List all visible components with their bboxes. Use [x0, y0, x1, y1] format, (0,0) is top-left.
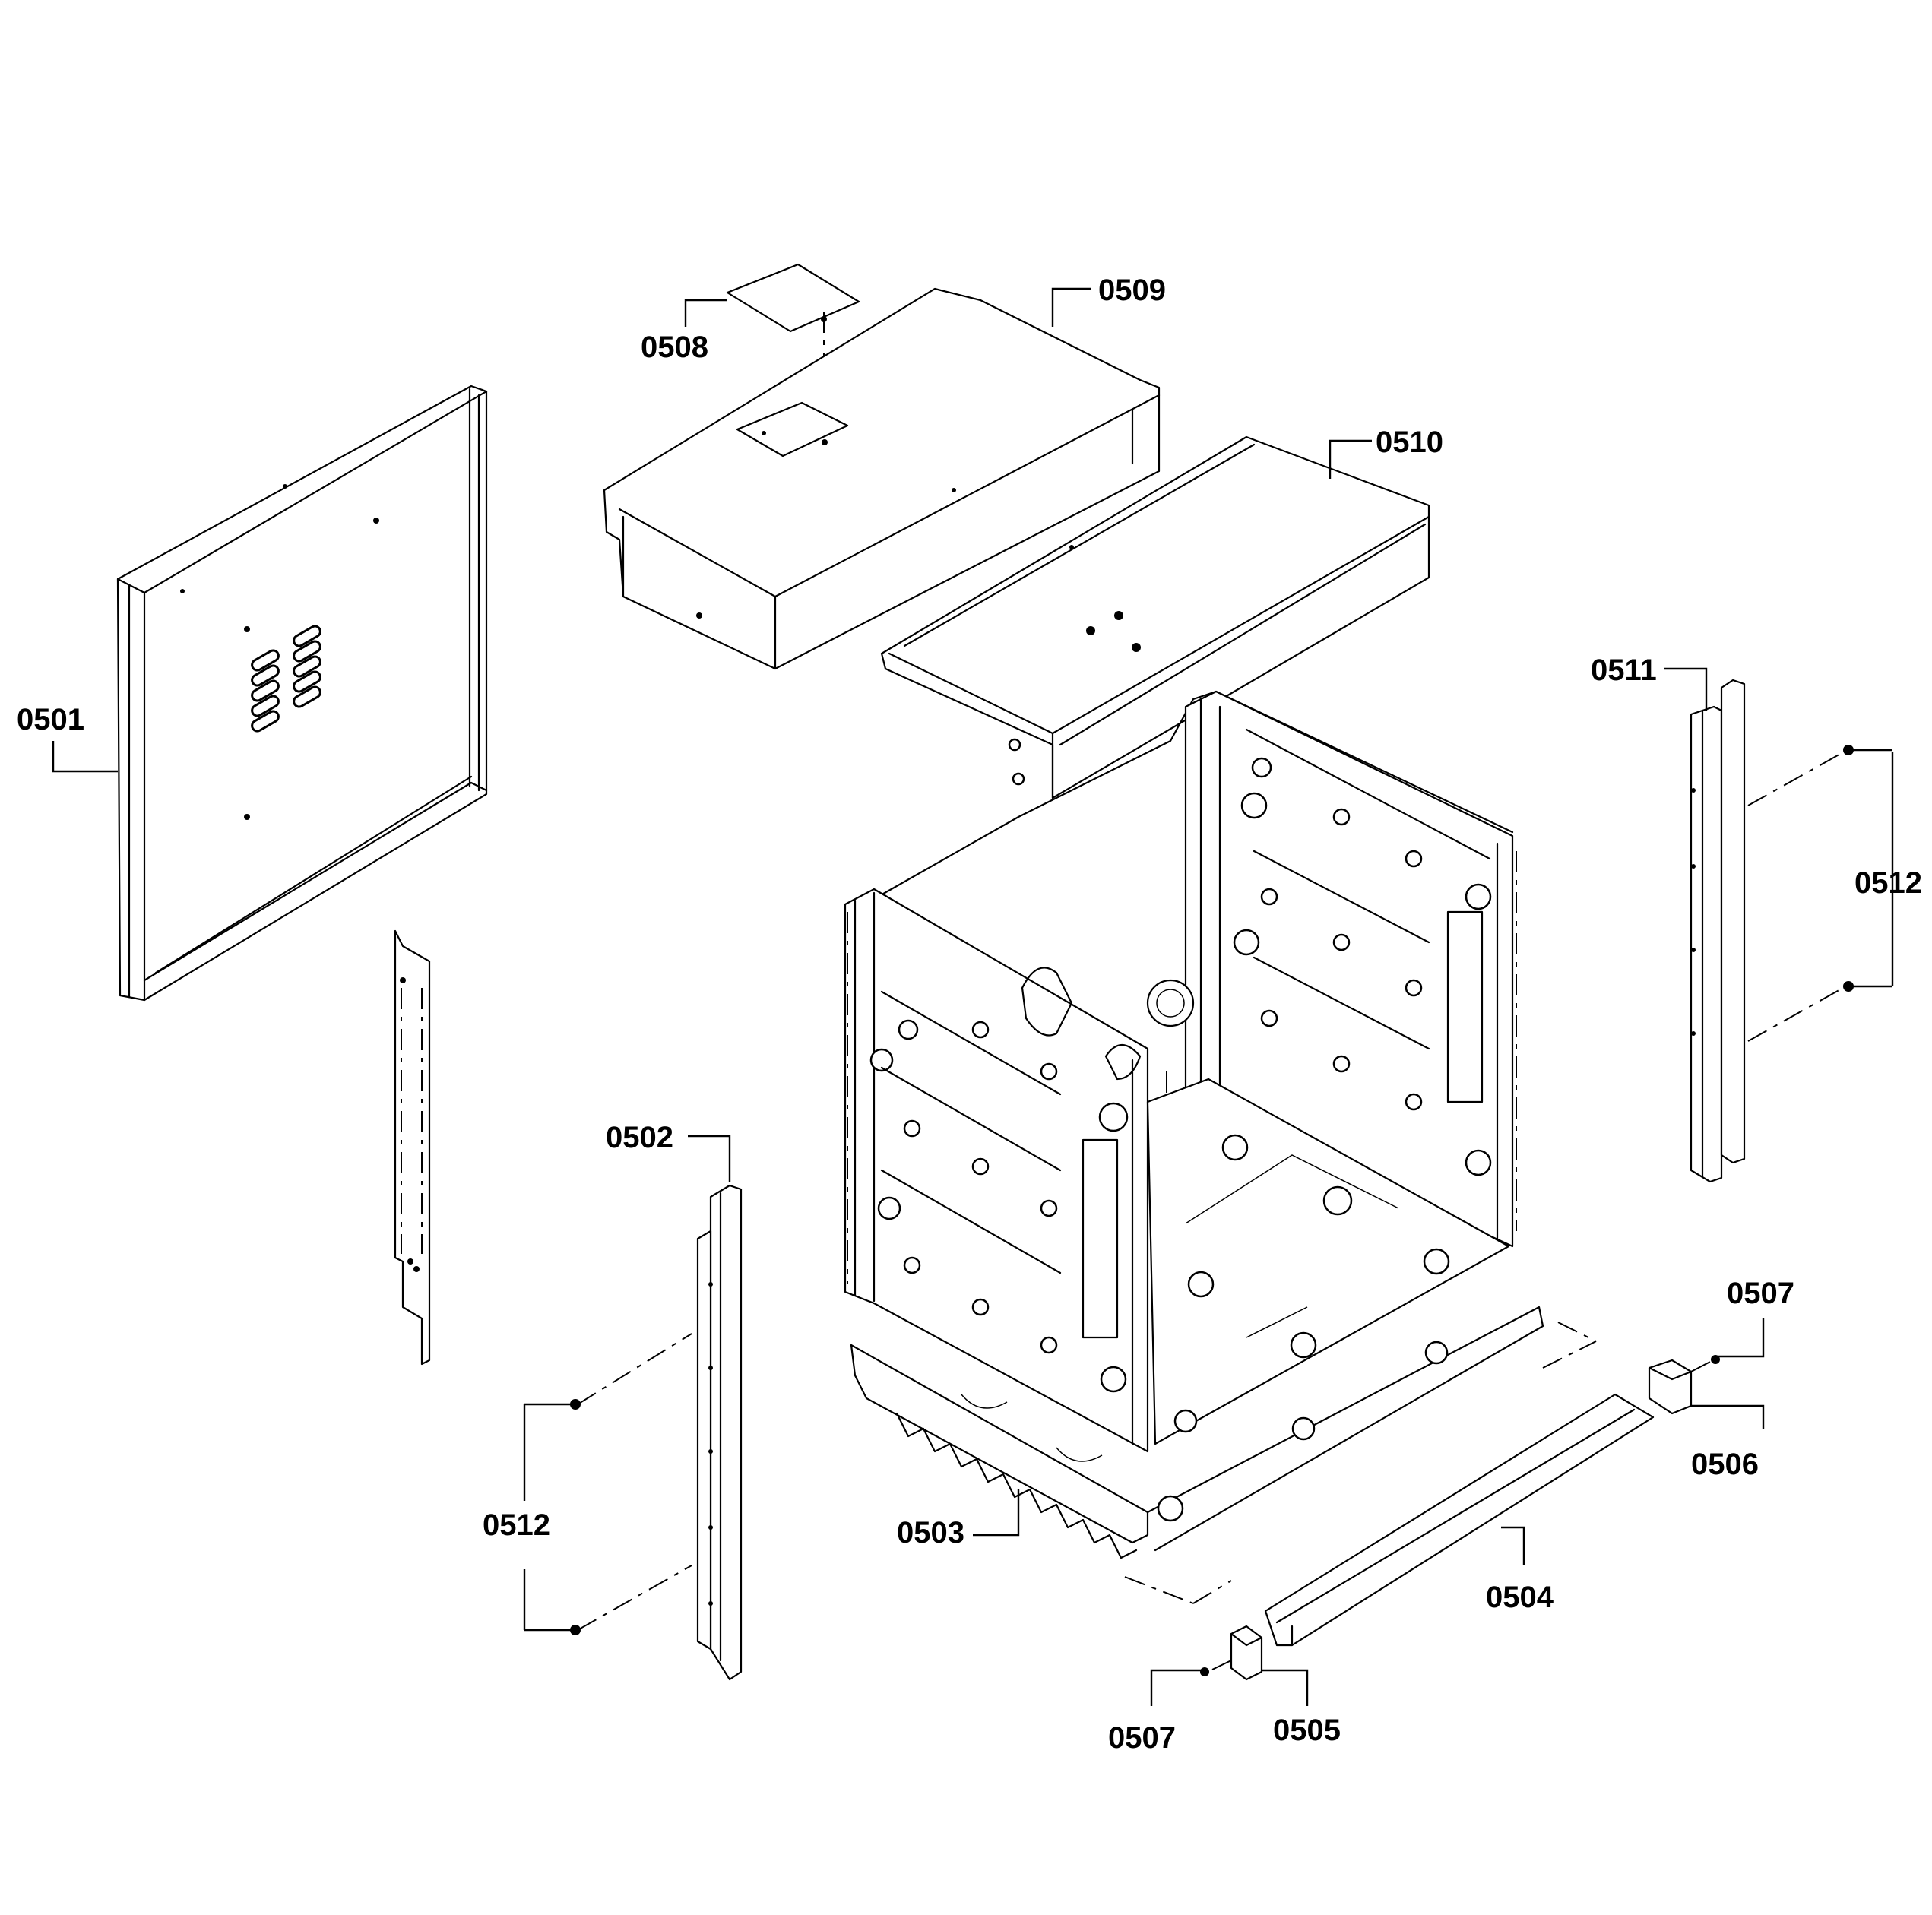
label-0511: 0511: [1591, 654, 1657, 687]
label-0512-left: 0512: [483, 1508, 550, 1542]
vent-slots: [251, 625, 321, 733]
label-0509: 0509: [1098, 274, 1166, 307]
left-screws-0512: [570, 1333, 692, 1635]
part-0510-top-panel: [880, 435, 1430, 799]
label-0506: 0506: [1691, 1448, 1759, 1481]
wall-ribs: [880, 728, 1491, 1274]
part-0511-right-upright: [1690, 679, 1746, 1183]
internal-fan-housing: [1021, 967, 1195, 1081]
label-0501: 0501: [17, 703, 84, 736]
part-0509-top-cover: [603, 287, 1161, 670]
part-0506-end-cap-right: [1648, 1355, 1720, 1415]
label-0502: 0502: [606, 1121, 673, 1154]
right-screws-0512: [1747, 745, 1854, 1042]
part-0502-left-upright: [696, 1184, 743, 1681]
label-0503: 0503: [897, 1516, 964, 1549]
part-0505-end-cap-left: [1200, 1625, 1263, 1681]
label-0507-bottom: 0507: [1108, 1721, 1176, 1755]
leader-lines: [52, 287, 1894, 1706]
part-0503-oven-body: [844, 690, 1544, 1559]
part-0504-front-rail: [1124, 1322, 1655, 1647]
label-0508: 0508: [641, 331, 708, 364]
label-0505: 0505: [1273, 1714, 1341, 1747]
label-0504: 0504: [1486, 1581, 1554, 1614]
wall-bosses: [869, 757, 1492, 1522]
part-0501-side-panel: [116, 385, 488, 1002]
label-0510: 0510: [1376, 426, 1443, 459]
side-bracket: [394, 929, 431, 1366]
label-0507-top: 0507: [1727, 1277, 1794, 1310]
part-labels: 0501 0502 0503 0504 0505 0506 0507 0507 …: [17, 274, 1922, 1755]
label-0512-right: 0512: [1854, 866, 1922, 900]
bottom-teeth: [895, 1394, 1138, 1559]
